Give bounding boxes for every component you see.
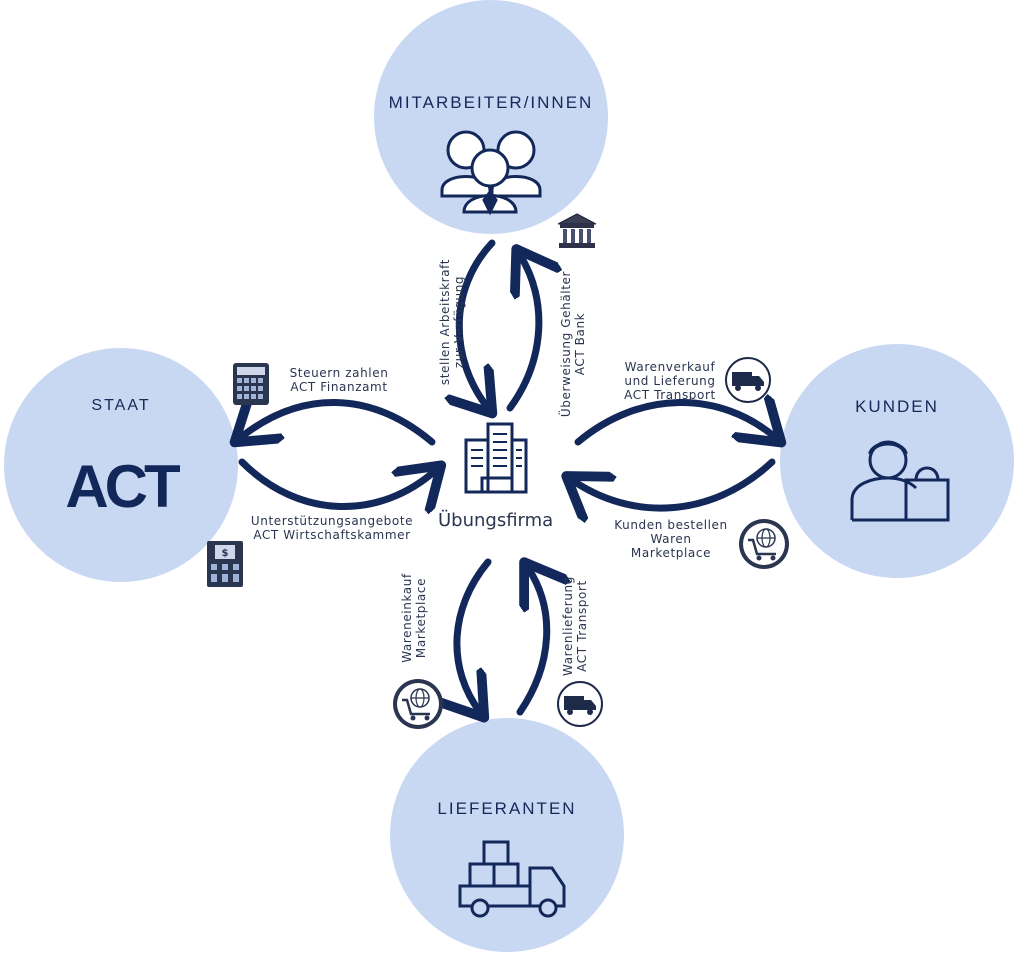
label-purchase: Wareneinkauf Marketplace [400,568,428,668]
customers-circle [780,344,1014,578]
arrow-state-to-firm [238,458,436,507]
people-group-icon [440,130,542,216]
label-salary-line1: Überweisung Gehälter [559,270,573,418]
arrow-suppliers-to-firm [516,568,547,716]
label-taxes-line2: ACT Finanzamt [290,380,388,394]
label-taxes: Steuern zahlen ACT Finanzamt [274,366,404,394]
arrow-customers-to-firm [572,458,776,508]
globe-cart-badge-icon [393,679,443,729]
suppliers-title: LIEFERANTEN [437,799,577,818]
label-orders-line2: Waren [650,532,692,546]
arrow-firm-to-state [240,402,436,442]
customers-title: KUNDEN [855,397,939,416]
truck-badge-icon [557,681,603,727]
truck-badge-icon [725,357,771,403]
label-taxes-line1: Steuern zahlen [289,366,389,380]
label-workforce-line1: stellen Arbeitskraft [438,258,452,386]
act-logo: ACT [65,453,180,520]
employees-title: MITARBEITER/INNEN [388,93,594,112]
label-support: Unterstützungsangebote ACT Wirtschaftska… [232,514,432,542]
calculator-icon [233,363,269,405]
bank-icon [557,213,597,248]
arrow-firm-to-customers [574,402,776,442]
label-delivery: Warenlieferung ACT Transport [561,571,589,681]
label-workforce: stellen Arbeitskraft zur Verfügung [438,242,466,402]
delivery-truck-boxes-icon [458,840,566,918]
label-purchase-line1: Wareneinkauf [400,573,414,663]
label-support-line1: Unterstützungsangebote [250,514,414,528]
label-sales-line2: und Lieferung [624,374,716,388]
cash-register-icon: $ [207,541,243,587]
arrow-firm-to-suppliers [457,558,492,712]
label-sales: Warenverkauf und Lieferung ACT Transport [610,360,730,402]
label-salary-line2: ACT Bank [573,312,587,376]
label-workforce-line2: zur Verfügung [452,275,466,369]
state-circle [4,348,238,582]
label-orders-line3: Marketplace [630,546,712,560]
label-delivery-line1: Warenlieferung [561,576,575,676]
label-support-line2: ACT Wirtschaftskammer [253,528,411,542]
label-salary: Überweisung Gehälter ACT Bank [559,269,587,419]
office-building-icon [464,422,528,494]
center-label: Übungsfirma [438,510,554,531]
label-purchase-line2: Marketplace [414,577,428,659]
state-title: STAAT [91,397,151,414]
label-orders: Kunden bestellen Waren Marketplace [606,518,736,560]
arrow-firm-to-employees [506,255,539,412]
svg-text:$: $ [222,548,229,559]
label-sales-line3: ACT Transport [624,388,716,402]
globe-cart-badge-icon [739,519,789,569]
label-delivery-line2: ACT Transport [575,580,589,672]
label-orders-line1: Kunden bestellen [614,518,728,532]
customer-shopping-bag-icon [850,440,950,522]
suppliers-circle [390,718,624,952]
arrow-employees-to-firm [459,239,492,408]
label-sales-line1: Warenverkauf [624,360,716,374]
